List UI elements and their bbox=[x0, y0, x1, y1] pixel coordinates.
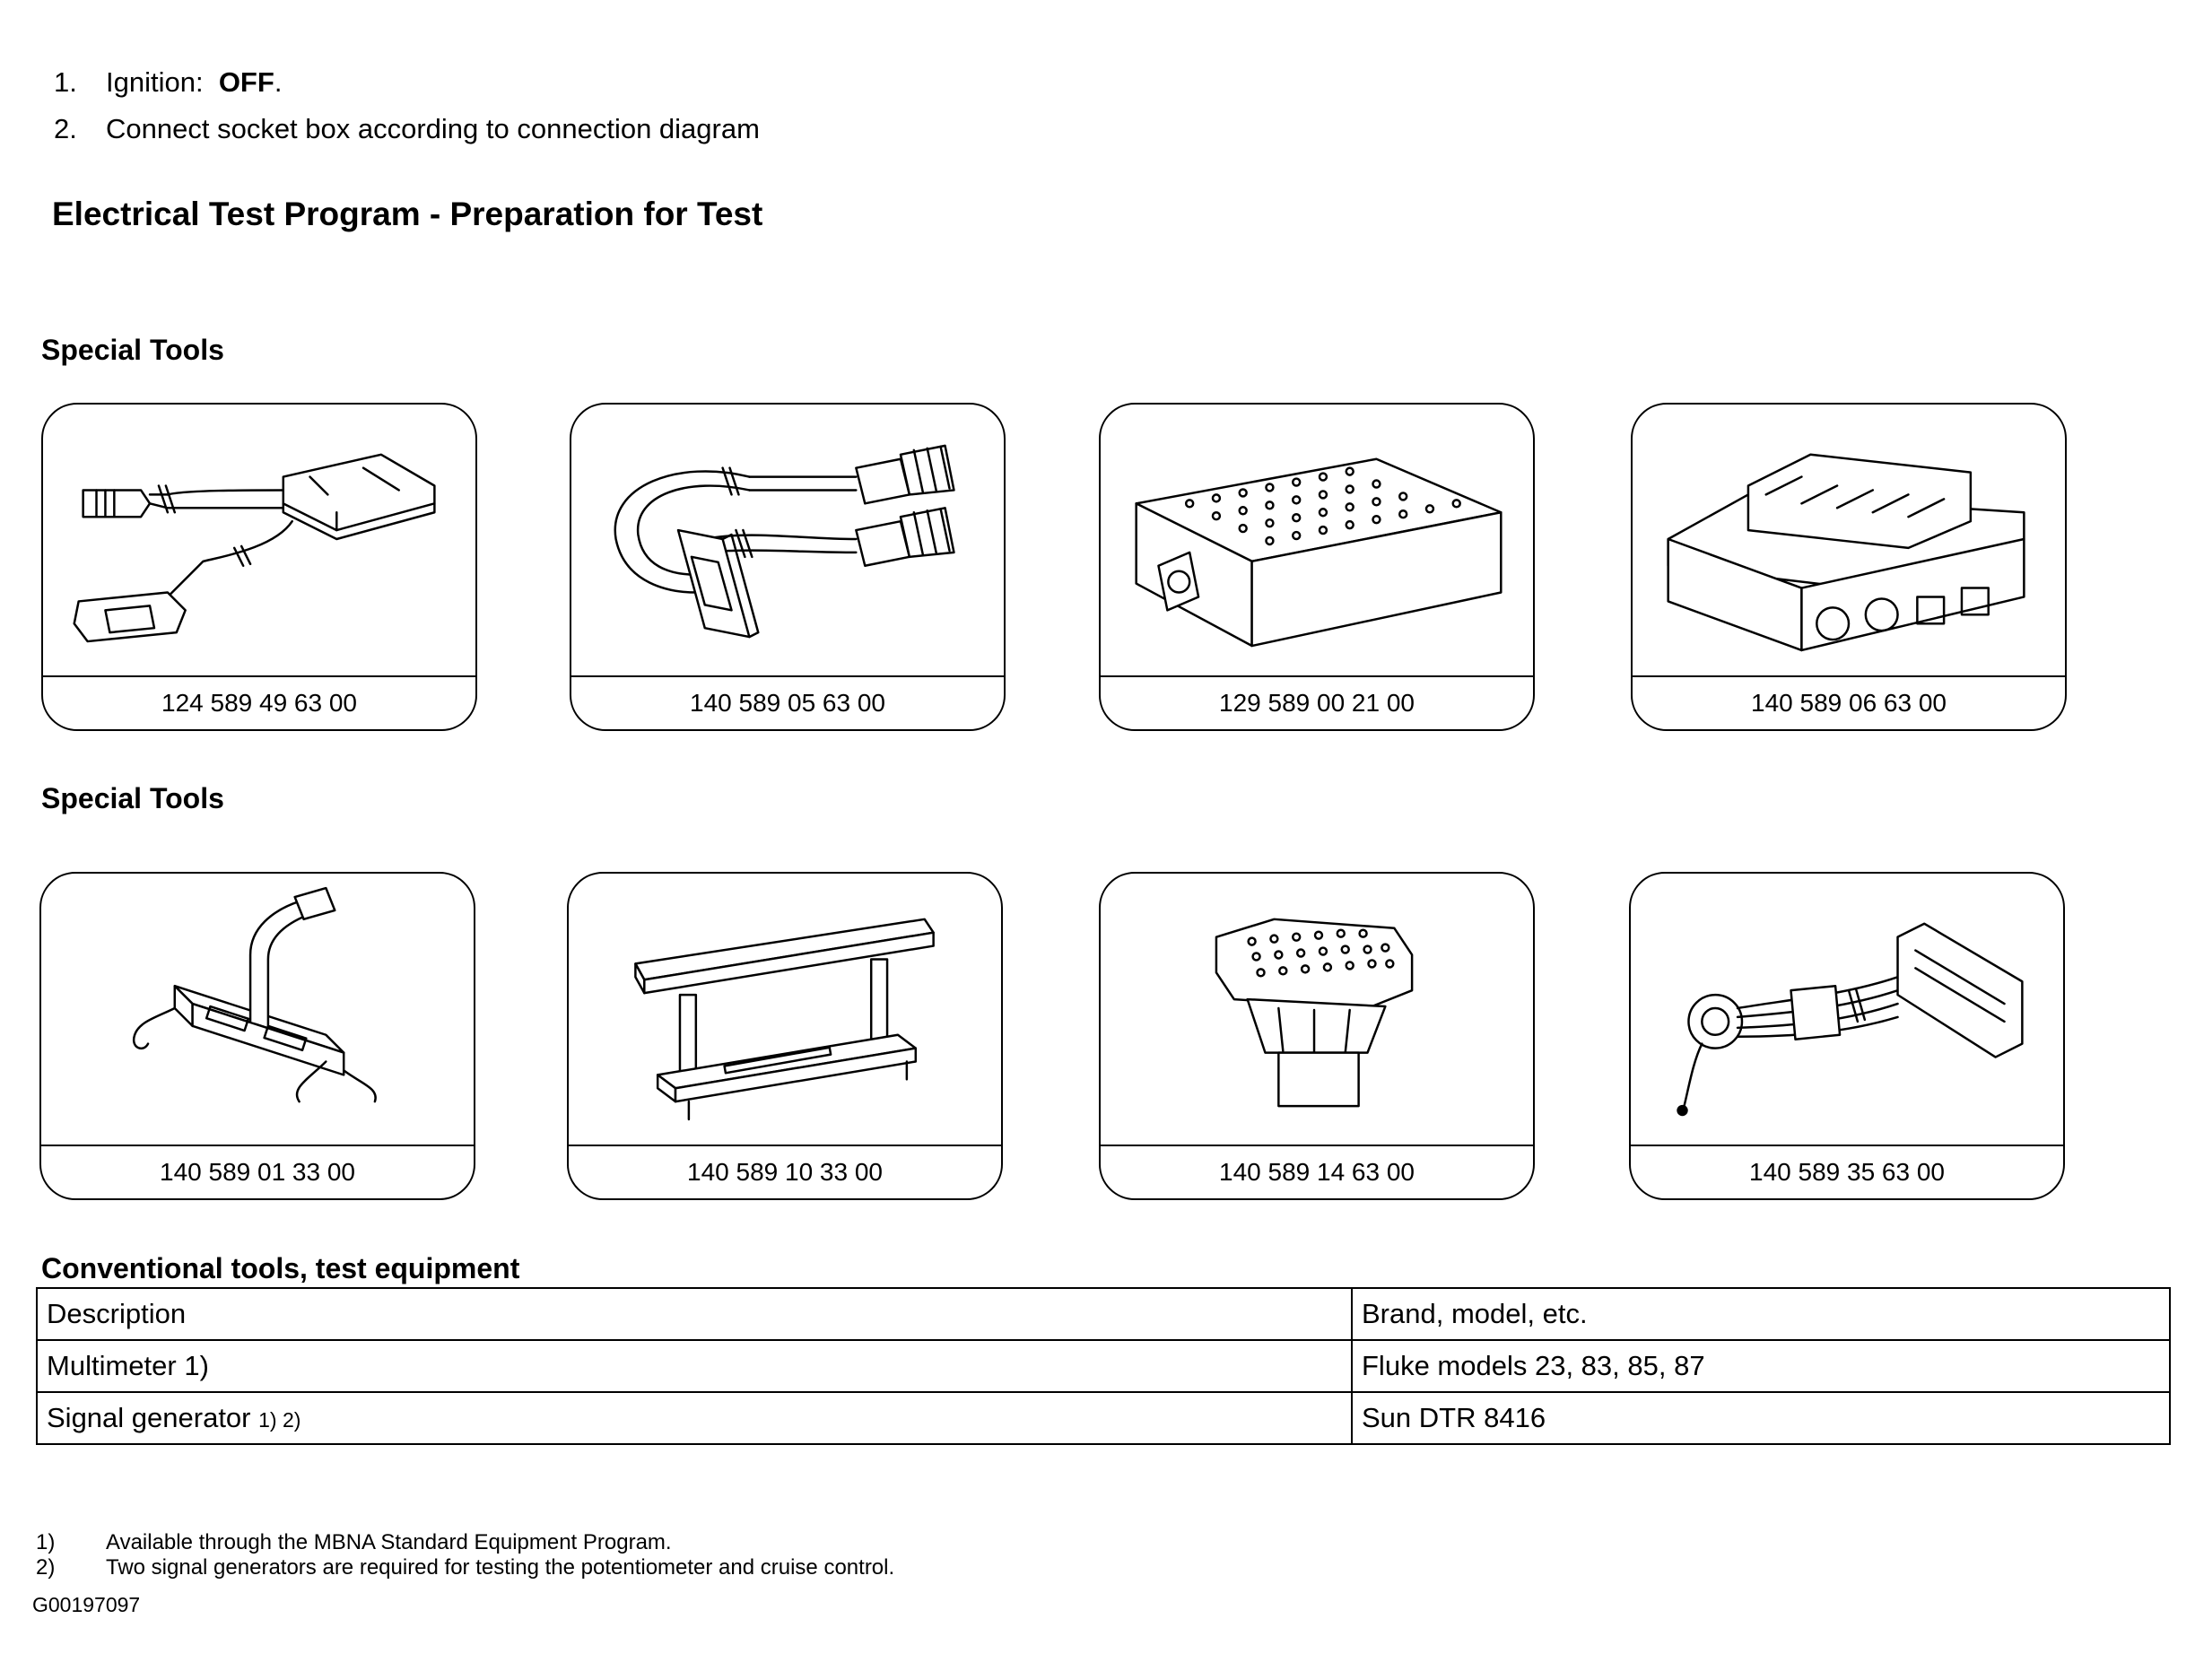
tool-card-1: 124 589 49 63 00 bbox=[41, 403, 477, 731]
footnote-reference: 1) bbox=[184, 1350, 209, 1381]
document-code: G00197097 bbox=[32, 1593, 141, 1616]
step-1: 1. Ignition: OFF. bbox=[54, 59, 760, 106]
tool-card-7: 140 589 14 63 00 bbox=[1099, 872, 1535, 1200]
column-header-brand: Brand, model, etc. bbox=[1351, 1287, 2171, 1341]
tool-card-3: 129 589 00 21 00 bbox=[1099, 403, 1535, 731]
table-header-row: Description Brand, model, etc. bbox=[36, 1287, 2171, 1341]
tool-card-8: 140 589 35 63 00 bbox=[1629, 872, 2065, 1200]
equipment-brand: Sun DTR 8416 bbox=[1351, 1391, 2171, 1445]
tool-card-5: 140 589 01 33 00 bbox=[39, 872, 475, 1200]
tool-illustration-adapter-cable bbox=[43, 405, 475, 674]
tool-illustration-connector-adapter bbox=[1101, 874, 1533, 1143]
table-row: Signal generator 1) 2) Sun DTR 8416 bbox=[36, 1391, 2171, 1445]
equipment-description-cell: Multimeter 1) bbox=[36, 1339, 1353, 1393]
equipment-brand: Fluke models 23, 83, 85, 87 bbox=[1351, 1339, 2171, 1393]
tool-card-4: 140 589 06 63 00 bbox=[1631, 403, 2067, 731]
tool-part-number: 124 589 49 63 00 bbox=[43, 675, 475, 729]
tool-card-2: 140 589 05 63 00 bbox=[570, 403, 1006, 731]
step-value: OFF bbox=[218, 66, 274, 98]
tool-part-number: 140 589 06 63 00 bbox=[1633, 675, 2065, 729]
column-header-description: Description bbox=[36, 1287, 1353, 1341]
equipment-description-cell: Signal generator 1) 2) bbox=[36, 1391, 1353, 1445]
footnote-text: Available through the MBNA Standard Equi… bbox=[106, 1530, 672, 1554]
footnote-text: Two signal generators are required for t… bbox=[106, 1555, 895, 1580]
tool-illustration-socket-box bbox=[1101, 405, 1533, 674]
tool-illustration-harness-adapter bbox=[1631, 874, 2063, 1143]
tool-part-number: 140 589 14 63 00 bbox=[1101, 1145, 1533, 1198]
footnotes: 1) Available through the MBNA Standard Eq… bbox=[36, 1530, 894, 1580]
tool-card-6: 140 589 10 33 00 bbox=[567, 872, 1003, 1200]
footnote-mark: 1) bbox=[36, 1530, 56, 1554]
footnote-item: 1) Available through the MBNA Standard Eq… bbox=[36, 1530, 894, 1555]
equipment-table-title: Conventional tools, test equipment bbox=[41, 1252, 520, 1284]
tool-illustration-support-stand bbox=[569, 874, 1001, 1143]
step-number: 1. bbox=[54, 66, 77, 98]
equipment-description: Multimeter bbox=[47, 1350, 177, 1381]
tool-part-number: 140 589 35 63 00 bbox=[1631, 1145, 2063, 1198]
footnote-item: 2) Two signal generators are required for… bbox=[36, 1555, 894, 1580]
tool-illustration-bracket bbox=[41, 874, 474, 1143]
equipment-table: Description Brand, model, etc. Multimete… bbox=[36, 1287, 2171, 1445]
tool-part-number: 140 589 05 63 00 bbox=[571, 675, 1004, 729]
equipment-description: Signal generator bbox=[47, 1402, 251, 1433]
footnote-reference: 1) 2) bbox=[258, 1408, 301, 1432]
tool-illustration-y-cable bbox=[571, 405, 1004, 674]
step-text: Connect socket box according to connecti… bbox=[106, 113, 760, 144]
tool-illustration-test-box bbox=[1633, 405, 2065, 674]
section-title-special-tools: Special Tools bbox=[41, 782, 224, 814]
instruction-steps: 1. Ignition: OFF. 2. Connect socket box ac… bbox=[54, 59, 760, 152]
tool-part-number: 129 589 00 21 00 bbox=[1101, 675, 1533, 729]
footnote-mark: 2) bbox=[36, 1555, 56, 1580]
tool-part-number: 140 589 10 33 00 bbox=[569, 1145, 1001, 1198]
step-suffix: . bbox=[274, 66, 283, 98]
page-title: Electrical Test Program - Preparation fo… bbox=[52, 196, 763, 232]
table-row: Multimeter 1) Fluke models 23, 83, 85, 8… bbox=[36, 1339, 2171, 1393]
step-number: 2. bbox=[54, 113, 77, 144]
section-title-special-tools: Special Tools bbox=[41, 334, 224, 366]
tool-part-number: 140 589 01 33 00 bbox=[41, 1145, 474, 1198]
step-label: Ignition: bbox=[106, 66, 204, 98]
step-2: 2. Connect socket box according to connec… bbox=[54, 106, 760, 152]
